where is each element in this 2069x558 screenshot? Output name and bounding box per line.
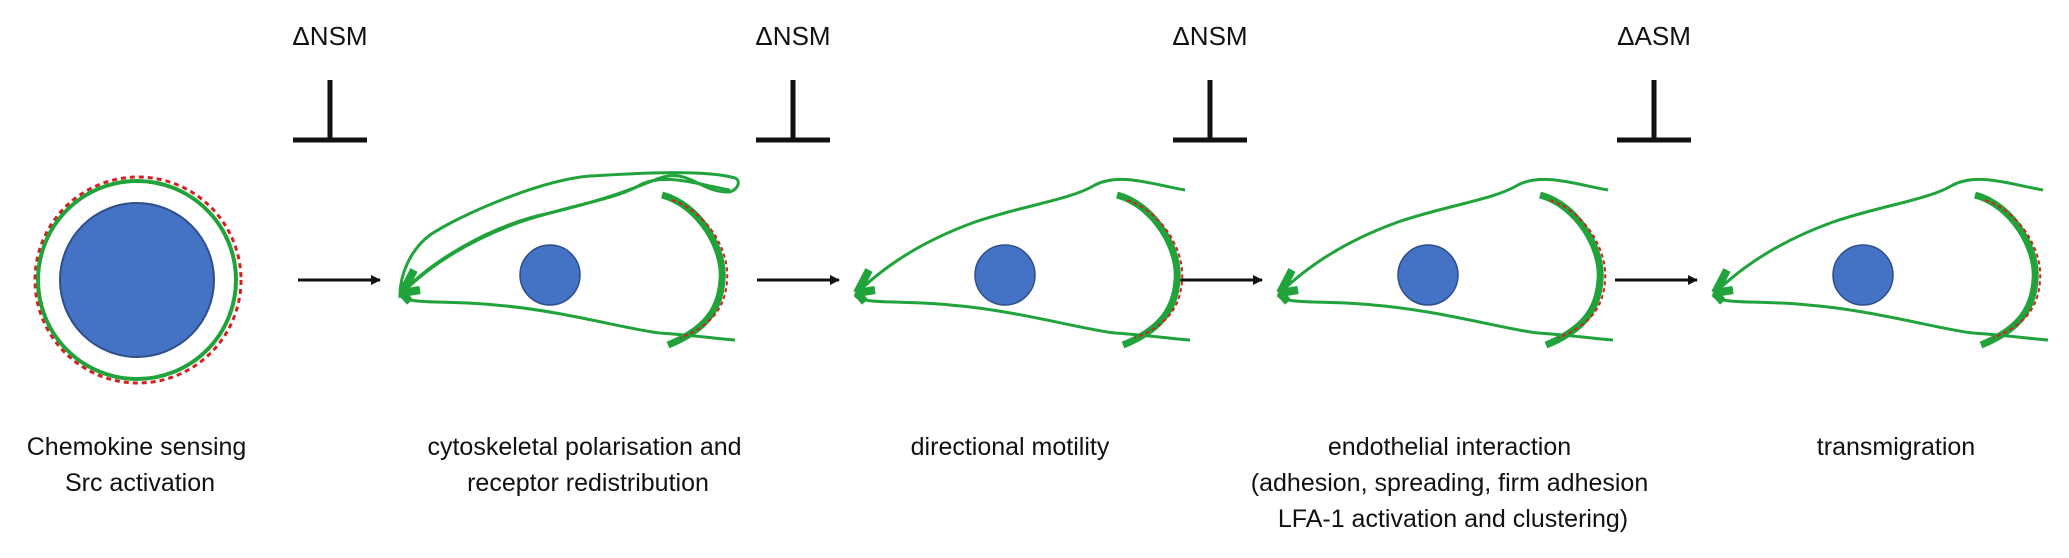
polarised-cell-3 bbox=[1276, 177, 1614, 349]
stage-label-5: transmigration bbox=[1817, 433, 1975, 461]
cell-membrane bbox=[853, 177, 1186, 297]
stage-label-line: Chemokine sensing bbox=[27, 433, 247, 461]
nucleus bbox=[1832, 244, 1894, 306]
stage-label-3: directional motility bbox=[911, 433, 1110, 461]
stage-label-line: Src activation bbox=[65, 469, 215, 497]
stage-label-line: endothelial interaction bbox=[1328, 433, 1571, 461]
inhibitor-2: ΔNSM bbox=[755, 21, 831, 143]
stage-label-4: endothelial interaction (adhesion, sprea… bbox=[1251, 433, 1655, 533]
leading-edge bbox=[1538, 191, 1604, 349]
uropod bbox=[398, 268, 421, 305]
uropod bbox=[1276, 268, 1299, 305]
stage-label-line: (adhesion, spreading, firm adhesion bbox=[1251, 469, 1648, 497]
cell-membrane bbox=[1711, 293, 2049, 342]
stage-label-line: LFA-1 activation and clustering) bbox=[1278, 505, 1628, 533]
leading-edge bbox=[1973, 191, 2039, 349]
polarised-cell-1 bbox=[398, 171, 740, 349]
round-cell bbox=[33, 175, 243, 385]
cell-membrane bbox=[1276, 293, 1614, 342]
cell-membrane bbox=[1711, 177, 2044, 297]
nucleus bbox=[974, 244, 1036, 306]
cell-membrane bbox=[398, 177, 731, 297]
inhibitor-1: ΔNSM bbox=[292, 21, 368, 143]
cell-membrane bbox=[853, 293, 1191, 342]
nucleus bbox=[59, 202, 215, 358]
stage-label-line: transmigration bbox=[1817, 433, 1975, 461]
raft-marker-ring bbox=[33, 175, 243, 385]
inhibitor-3: ΔNSM bbox=[1172, 21, 1248, 143]
inhibitor-label: ΔASM bbox=[1617, 21, 1691, 51]
raft-marker bbox=[671, 199, 729, 339]
nucleus bbox=[1397, 244, 1459, 306]
polarised-cell-2 bbox=[853, 177, 1191, 349]
stage-label-line: directional motility bbox=[911, 433, 1110, 461]
inhibitor-4: ΔASM bbox=[1617, 21, 1691, 143]
leading-edge bbox=[1115, 191, 1181, 349]
leading-edge bbox=[660, 191, 726, 349]
raft-marker bbox=[1984, 199, 2042, 339]
inhibitor-label: ΔNSM bbox=[755, 21, 830, 51]
cell-membrane bbox=[36, 179, 238, 381]
inhibitor-label: ΔNSM bbox=[292, 21, 367, 51]
inhibitor-label: ΔNSM bbox=[1172, 21, 1247, 51]
stage-label-line: cytoskeletal polarisation and bbox=[427, 433, 741, 461]
polarised-cell-4 bbox=[1711, 177, 2049, 349]
raft-marker bbox=[1126, 199, 1184, 339]
cell-membrane bbox=[1276, 177, 1609, 297]
stage-label-1: Chemokine sensing Src activation bbox=[27, 433, 254, 497]
stage-label-line: receptor redistribution bbox=[467, 469, 709, 497]
nucleus bbox=[519, 244, 581, 306]
stage-label-2: cytoskeletal polarisation and receptor r… bbox=[427, 433, 748, 497]
uropod bbox=[853, 268, 876, 305]
raft-marker bbox=[1549, 199, 1607, 339]
uropod bbox=[1711, 268, 1734, 305]
